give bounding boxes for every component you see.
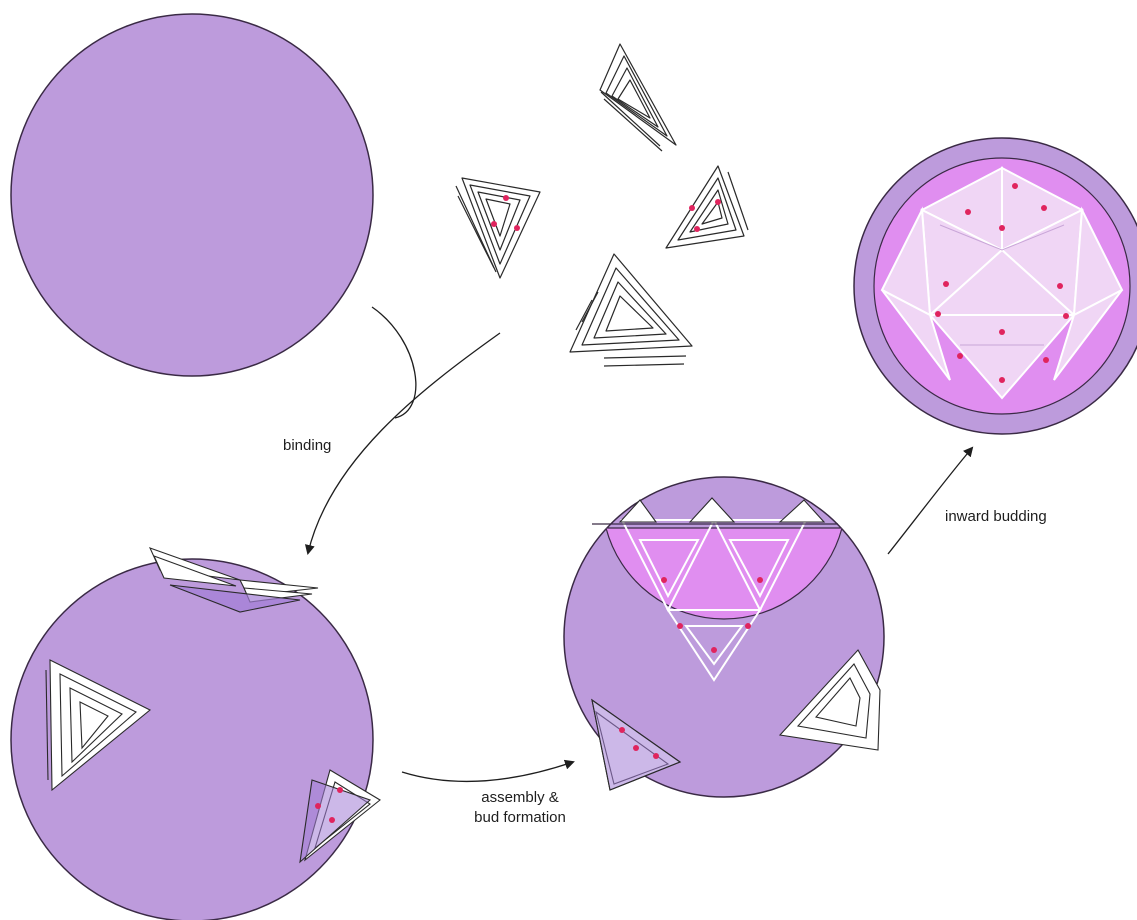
step-label-inward-budding: inward budding [945, 507, 1047, 527]
arrow-binding [308, 307, 500, 553]
step-label-assembly-line1: assembly & [474, 788, 566, 808]
vesicle-budding [564, 477, 884, 797]
origami-unit-bottom [570, 254, 692, 366]
origami-unit-right [666, 166, 748, 248]
arrow-inward-budding [888, 448, 972, 554]
vesicle-final [854, 138, 1137, 434]
vesicle-bound [11, 548, 380, 920]
origami-unit-top [600, 44, 676, 151]
step-label-assembly: assembly & bud formation [474, 788, 566, 828]
origami-unit-left [456, 178, 540, 278]
step-label-assembly-line2: bud formation [474, 808, 566, 828]
free-origami-units [456, 44, 748, 366]
arrow-assembly [402, 762, 573, 781]
vesicle-initial [11, 14, 373, 376]
step-label-binding: binding [283, 436, 331, 456]
